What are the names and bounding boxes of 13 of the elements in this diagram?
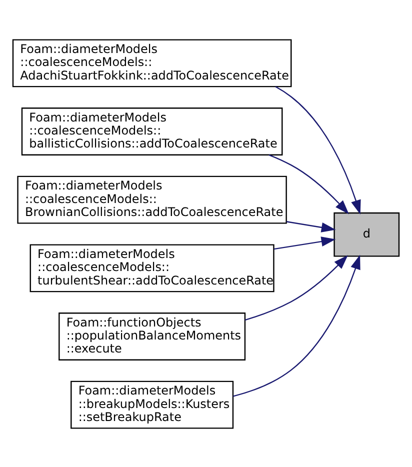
arrow	[286, 220, 336, 232]
arrow	[275, 86, 361, 214]
arrow	[268, 154, 349, 214]
arrow	[274, 236, 336, 250]
node-box: Foam::diameterModels ::coalescenceModels:: AdachiStuartFokkink::addToCoalescenceRate	[12, 38, 292, 87]
node-box: Foam::functionObjects ::populationBalanceMoments ::execute	[58, 312, 246, 360]
node-box: Foam::diameterModels ::coalescenceModels:: turbulentShear::addToCoalescenceRate	[30, 244, 274, 292]
node-box: d	[334, 212, 400, 256]
node-box: Foam::diameterModels ::coalescenceModels:: ballisticCollisions::addToCoalescenceRate	[21, 107, 283, 155]
arrow	[232, 254, 360, 396]
node-box: Foam::diameterModels ::coalescenceModels:: BrownianCollisions::addToCoalescenceRate	[17, 175, 287, 224]
arrow	[244, 254, 348, 320]
node-box: Foam::diameterModels ::breakupModels::Kusters ::setBreakupRate	[70, 380, 234, 428]
